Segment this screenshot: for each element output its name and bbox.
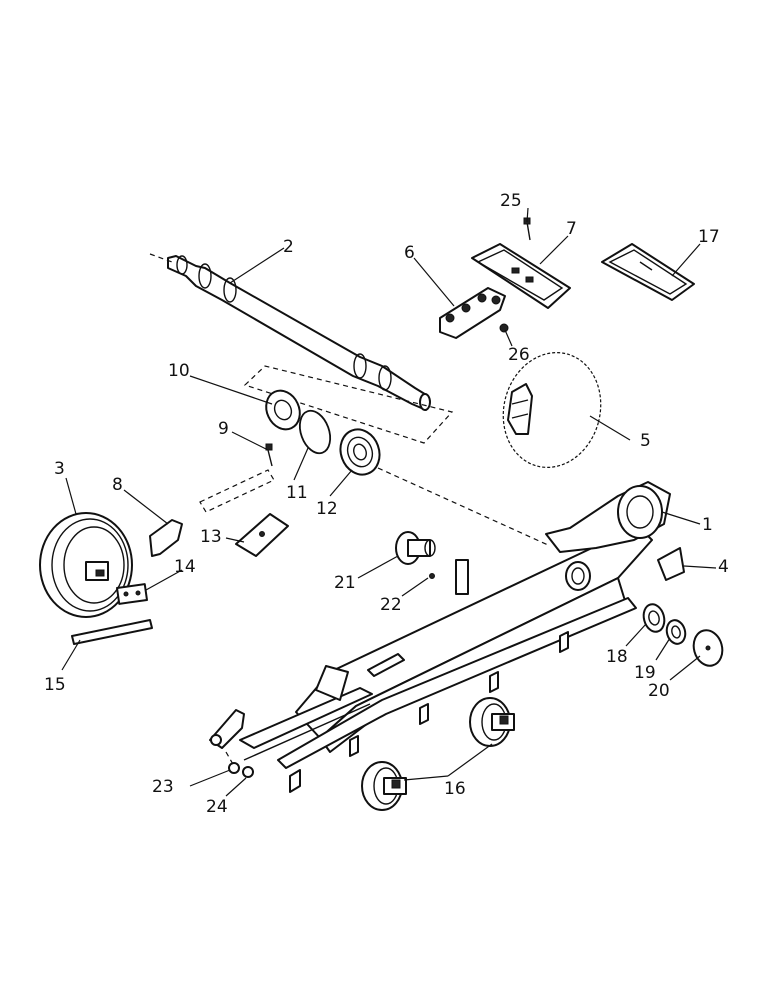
callout-25: 25 bbox=[500, 191, 522, 211]
callout-9: 9 bbox=[218, 419, 229, 439]
callout-5: 5 bbox=[640, 431, 651, 451]
callout-3: 3 bbox=[54, 459, 65, 479]
callout-19: 19 bbox=[634, 663, 656, 683]
callout-2: 2 bbox=[283, 237, 294, 257]
callout-22: 22 bbox=[380, 595, 402, 615]
part-bracket bbox=[149, 519, 183, 557]
part-strip bbox=[71, 619, 153, 645]
callout-10: 10 bbox=[168, 361, 190, 381]
part-screw bbox=[265, 443, 273, 467]
part-track-roller-lower bbox=[361, 761, 407, 811]
part-track-shoe bbox=[471, 243, 571, 309]
callout-12: 12 bbox=[316, 499, 338, 519]
part-small-plate bbox=[116, 583, 148, 605]
callout-17: 17 bbox=[698, 227, 720, 247]
part-lock-nut bbox=[242, 766, 254, 778]
part-carrier-roller bbox=[395, 531, 469, 595]
callout-21: 21 bbox=[334, 573, 356, 593]
part-cover-plate bbox=[235, 513, 289, 557]
part-track-frame bbox=[209, 481, 671, 793]
part-sprocket bbox=[502, 352, 602, 468]
callout-11: 11 bbox=[286, 483, 308, 503]
callout-7: 7 bbox=[566, 219, 577, 239]
part-bushing bbox=[642, 603, 666, 633]
part-track-shoe-alt bbox=[601, 243, 695, 301]
callout-6: 6 bbox=[404, 243, 415, 263]
callout-1: 1 bbox=[702, 515, 713, 535]
callout-15: 15 bbox=[44, 675, 66, 695]
seal-group-outline bbox=[243, 365, 454, 444]
callout-labels: 2 25 7 17 6 26 10 9 5 3 8 11 12 1 13 4 1… bbox=[44, 191, 729, 817]
callout-8: 8 bbox=[112, 475, 123, 495]
callout-24: 24 bbox=[206, 797, 228, 817]
part-set-screw bbox=[429, 573, 435, 579]
leader-lines bbox=[61, 207, 717, 797]
callout-23: 23 bbox=[152, 777, 174, 797]
callout-16: 16 bbox=[444, 779, 466, 799]
part-pin bbox=[225, 751, 240, 774]
pin-outline bbox=[199, 469, 275, 513]
part-track-link bbox=[439, 287, 506, 339]
part-bearing bbox=[339, 428, 381, 476]
part-idler-wheel bbox=[39, 512, 133, 618]
alignment-line bbox=[377, 467, 549, 546]
callout-4: 4 bbox=[718, 557, 729, 577]
part-shaft bbox=[149, 253, 431, 411]
part-washer bbox=[665, 619, 687, 645]
part-nut bbox=[499, 323, 509, 333]
callout-18: 18 bbox=[606, 647, 628, 667]
part-o-ring bbox=[298, 409, 332, 455]
callout-20: 20 bbox=[648, 681, 670, 701]
callout-13: 13 bbox=[200, 527, 222, 547]
callout-14: 14 bbox=[174, 557, 196, 577]
part-seal-washer bbox=[265, 389, 301, 431]
part-end-cap bbox=[692, 629, 724, 667]
part-block bbox=[657, 547, 685, 581]
callout-26: 26 bbox=[508, 345, 530, 365]
part-track-roller-upper bbox=[469, 697, 515, 747]
